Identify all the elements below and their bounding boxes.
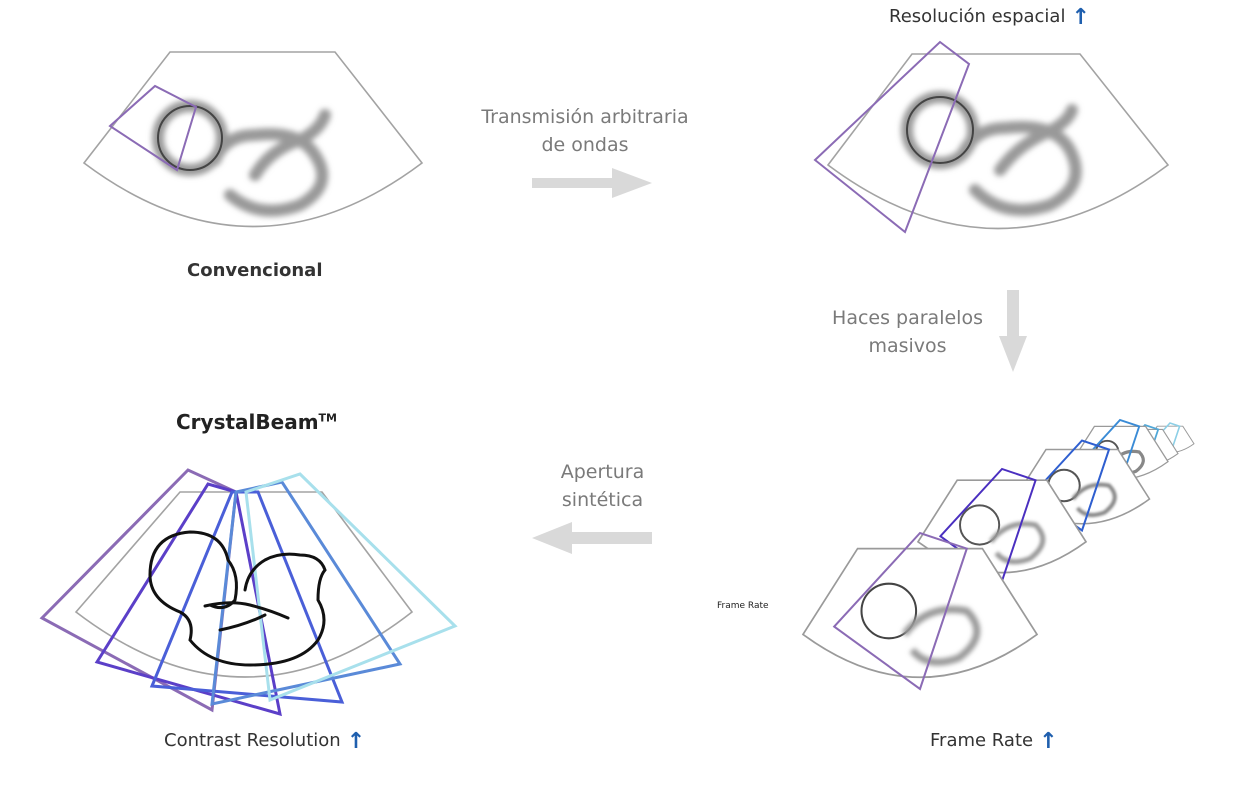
spatial-resolution-panel	[813, 40, 1170, 234]
conventional-panel	[82, 51, 424, 228]
arbitrary-wave-line1: Transmisión arbitraria	[481, 106, 689, 128]
block-arrow-icon	[532, 522, 652, 554]
beam-lightblue	[244, 472, 458, 703]
synthetic-aperture-line1: Apertura	[560, 461, 645, 483]
massive-parallel-line2: masivos	[868, 335, 947, 357]
frame-rate-panel	[801, 418, 1195, 691]
conventional-label: Convencional	[187, 260, 323, 281]
arbitrary-wave-line2: de ondas	[541, 134, 629, 156]
contrast-resolution-label: Contrast Resolution↑	[164, 729, 365, 754]
spatial-resolution-label: Resolución espacial↑	[889, 5, 1090, 30]
fan-outline	[826, 53, 1170, 230]
up-arrow-icon: ↑	[1071, 5, 1090, 30]
frame-rate-label: Frame Rate↑	[930, 729, 1058, 754]
fetus-head-outline	[906, 96, 974, 164]
block-arrow-icon	[532, 168, 652, 198]
wide-beam-sector	[813, 40, 971, 234]
fan-outline	[74, 491, 414, 678]
fetus-outline	[148, 530, 327, 667]
up-arrow-icon: ↑	[1039, 729, 1058, 754]
crystalbeam-name: CrystalBeam	[176, 410, 319, 434]
block-arrow-icon	[999, 290, 1027, 372]
frame-1	[801, 531, 1039, 691]
synthetic-aperture-line2: sintética	[561, 489, 644, 511]
massive-parallel-line1: Haces paralelos	[832, 307, 983, 329]
frame-rate-small-label: Frame Rate	[717, 601, 769, 611]
up-arrow-icon: ↑	[346, 729, 366, 754]
contrast-resolution-text: Contrast Resolution	[164, 730, 341, 751]
crystalbeam-panel	[39, 468, 458, 717]
synthetic-aperture-caption: Apertura sintética	[530, 458, 675, 514]
massive-parallel-caption: Haces paralelos masivos	[820, 304, 995, 360]
beam-blue	[210, 480, 403, 706]
scan-beam-sector	[108, 84, 198, 172]
arbitrary-wave-caption: Transmisión arbitraria de ondas	[470, 103, 700, 159]
trademark-symbol: TM	[318, 411, 337, 425]
fetus-head-outline	[157, 105, 223, 171]
frame-rate-text: Frame Rate	[930, 730, 1034, 751]
spatial-resolution-text: Resolución espacial	[889, 6, 1066, 27]
crystalbeam-title: CrystalBeamTM	[176, 410, 337, 434]
